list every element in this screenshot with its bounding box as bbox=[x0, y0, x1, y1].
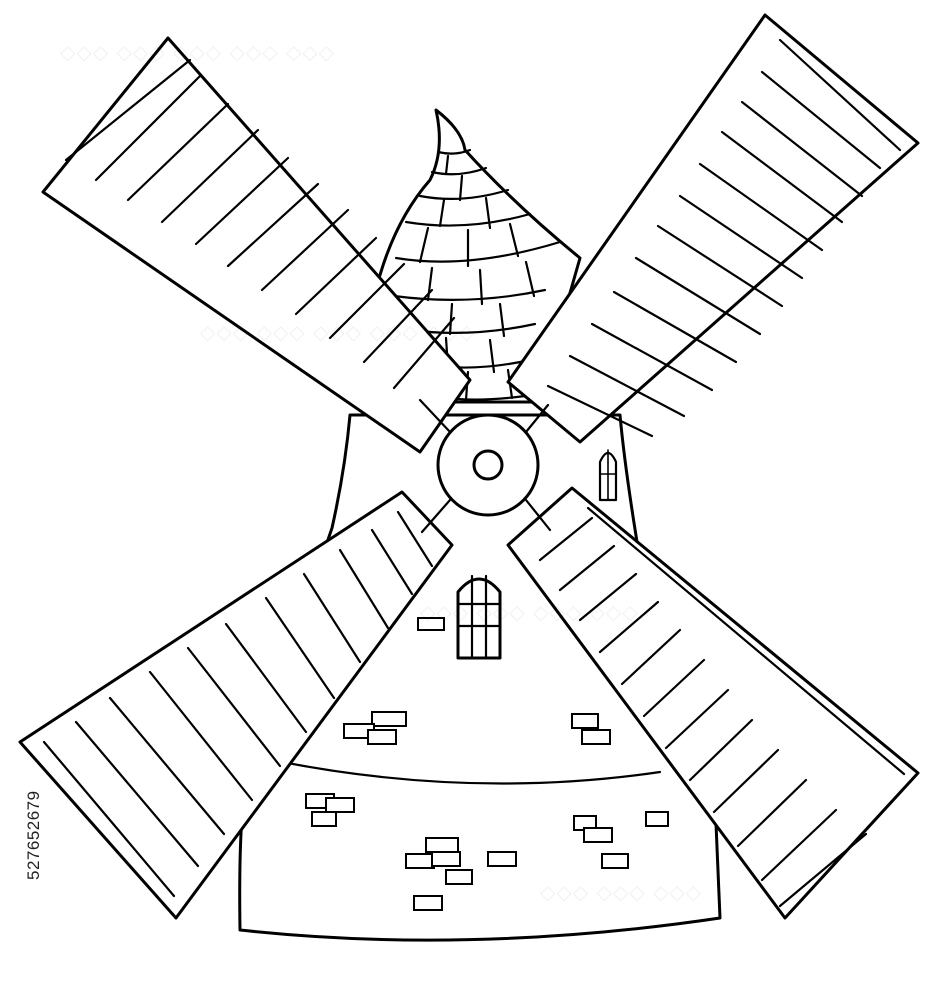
lower-window bbox=[456, 574, 502, 660]
stock-image-id: 527652679 bbox=[24, 790, 43, 880]
windmill-blade-top-right bbox=[506, 13, 920, 444]
windmill-blade-top-left bbox=[41, 36, 472, 454]
windmill-blade-bottom-left bbox=[18, 490, 454, 920]
windmill-hub bbox=[418, 398, 552, 534]
tower-bricks bbox=[305, 617, 669, 911]
tower-band-line bbox=[270, 758, 662, 785]
upper-window bbox=[598, 449, 618, 502]
windmill-roof bbox=[376, 108, 582, 404]
windmill-blade-bottom-right bbox=[506, 486, 920, 920]
